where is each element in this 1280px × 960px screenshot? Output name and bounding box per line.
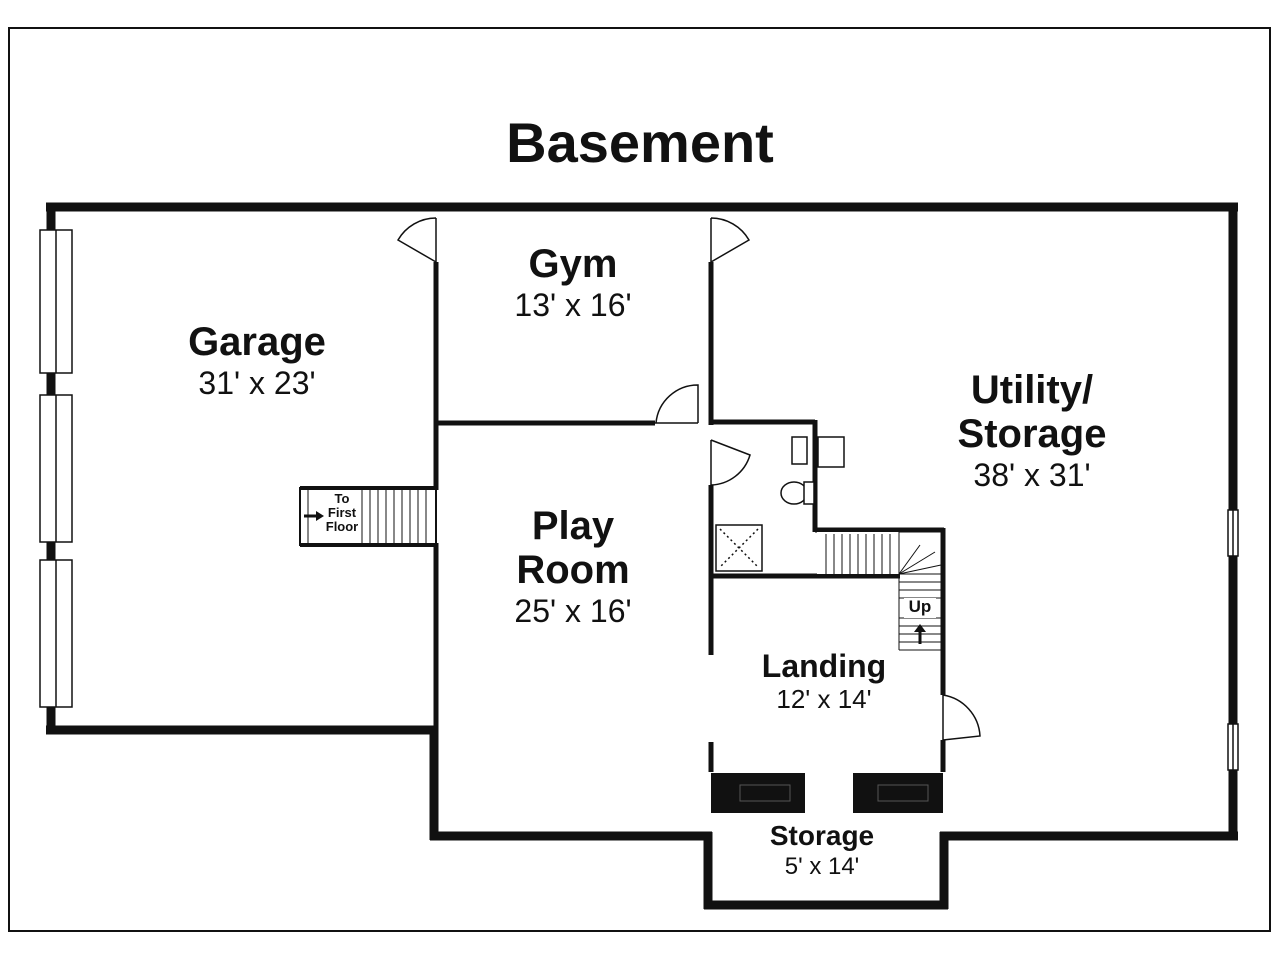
garage-dims: 31' x 23'	[198, 365, 315, 401]
door-swings	[396, 217, 981, 741]
plan-title: Basement	[506, 111, 774, 174]
storage-cabinets	[711, 773, 943, 813]
landing-name: Landing	[762, 648, 886, 684]
play-room-name-line2: Room	[516, 548, 629, 592]
stairs-label-line3: Floor	[326, 519, 359, 534]
sink-icon	[791, 436, 808, 465]
landing-dims: 12' x 14'	[776, 684, 871, 714]
stairs-label-line2: First	[328, 505, 357, 520]
storage-name: Storage	[770, 820, 874, 851]
stairs-up[interactable]: Up	[817, 532, 942, 651]
page-frame	[8, 27, 1271, 932]
play-room-dims: 25' x 16'	[514, 593, 631, 629]
room-labels: Garage 31' x 23' Gym 13' x 16' Utility/ …	[188, 242, 1106, 880]
interior-walls	[433, 262, 946, 772]
garage-name: Garage	[188, 320, 326, 364]
stairs-label-line1: To	[335, 491, 350, 506]
play-room-name-line1: Play	[532, 504, 615, 548]
sink-icon	[817, 436, 845, 468]
stairs-up-label: Up	[909, 597, 932, 616]
stairs-to-first-floor[interactable]: To First Floor	[299, 486, 437, 547]
arrow-head-icon	[316, 511, 324, 521]
utility-dims: 38' x 31'	[973, 457, 1090, 493]
utility-windows	[1227, 509, 1239, 771]
utility-name-line1: Utility/	[971, 368, 1093, 412]
utility-name-line2: Storage	[958, 412, 1107, 456]
gym-name: Gym	[529, 242, 618, 286]
storage-dims: 5' x 14'	[785, 853, 860, 880]
garage-doors	[39, 229, 73, 708]
outer-walls	[46, 202, 1238, 910]
toilet-icon	[780, 481, 808, 505]
bath-fixtures	[715, 436, 845, 572]
gym-dims: 13' x 16'	[514, 287, 631, 323]
